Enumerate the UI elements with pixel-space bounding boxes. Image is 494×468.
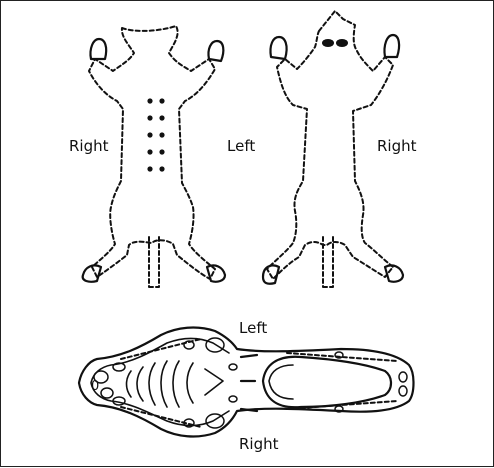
label-right-skull: Right xyxy=(239,435,279,453)
injection-site-dots xyxy=(147,98,164,171)
label-right-dorsal: Right xyxy=(69,137,109,155)
ventral-eye-left xyxy=(322,39,334,47)
skull-diagram: 0 xyxy=(79,328,414,437)
ventral-front-left-paw xyxy=(270,37,286,59)
label-right-ventral: Right xyxy=(377,137,417,155)
label-left-middle: Left xyxy=(227,137,255,155)
label-left-skull: Left xyxy=(239,319,267,337)
dorsal-front-right-paw xyxy=(208,41,223,61)
ventral-eye-right xyxy=(336,39,348,47)
ventral-front-right-paw xyxy=(384,35,399,57)
dorsal-front-left-paw xyxy=(90,39,106,59)
dorsal-hind-right-paw xyxy=(207,265,225,281)
ventral-hind-right-paw xyxy=(385,265,403,281)
dorsal-body-outline xyxy=(89,26,215,287)
svg-text:0: 0 xyxy=(91,379,99,394)
